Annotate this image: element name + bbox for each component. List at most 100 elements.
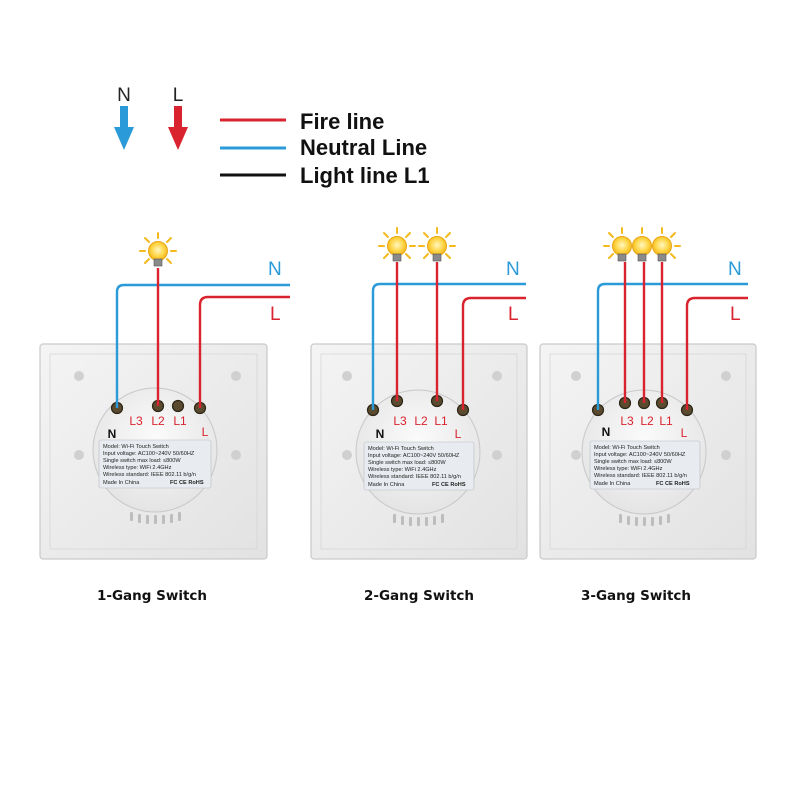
fire-arrow: L — [168, 85, 188, 150]
device-label-line: Model: Wi-Fi Touch Switch — [594, 445, 660, 451]
device-label-line: Single switch max load: ≤800W — [103, 458, 181, 464]
device-label: Model: Wi-Fi Touch Switch Input voltage:… — [98, 439, 212, 489]
vent-slot — [425, 517, 428, 526]
screw-hole — [571, 450, 581, 460]
device-label-line: Wireless type: WiFi 2.4GHz — [594, 466, 663, 472]
vent-slots — [130, 512, 181, 524]
bulb-icon — [139, 232, 177, 267]
vent-slot — [619, 514, 622, 523]
device-label-line: Model: Wi-Fi Touch Switch — [368, 446, 434, 452]
screw-hole — [492, 450, 502, 460]
terminal-label-l: L — [681, 426, 688, 440]
terminal-label-l3: L3 — [129, 414, 143, 428]
device-label-plate — [589, 440, 701, 490]
terminal-label-l2: L2 — [640, 414, 654, 428]
device-label-cert: FC CE RoHS — [170, 480, 204, 486]
terminal-label-l: L — [202, 425, 209, 439]
screw-hole — [721, 371, 731, 381]
screw-hole — [342, 450, 352, 460]
neutral-arrow: N — [114, 85, 134, 150]
vent-slot — [154, 515, 157, 524]
switch-caption: 2-Gang Switch — [364, 588, 474, 604]
terminal-label-n: N — [376, 427, 385, 441]
neutral-arrow-head — [114, 127, 134, 150]
vent-slot — [433, 516, 436, 525]
vent-slot — [643, 517, 646, 526]
device-label-line: Single switch max load: ≤800W — [594, 459, 672, 465]
plate-inner-rim — [549, 353, 747, 550]
screw-hole — [231, 450, 241, 460]
device-label-line: Wireless standard: IEEE 802.11 b/g/n — [103, 472, 196, 478]
vent-slot — [401, 516, 404, 525]
fire-wire — [198, 295, 290, 408]
terminal-label-n: N — [602, 425, 611, 439]
terminal-label-l: L — [455, 427, 462, 441]
screw-hole — [74, 450, 84, 460]
fire-arrow-head — [168, 127, 188, 150]
fire-wire — [685, 296, 748, 410]
terminal-screw-l1 — [171, 399, 185, 413]
screw-hole — [492, 371, 502, 381]
terminal-label-l2: L2 — [414, 414, 428, 428]
bulb-icon — [378, 227, 416, 262]
vent-slot — [178, 512, 181, 521]
device-label-line: Made In China — [103, 480, 140, 486]
terminal-label-l1: L1 — [659, 414, 673, 428]
line-label-l: L — [508, 304, 519, 325]
vent-slot — [651, 517, 654, 526]
neutral-wire — [115, 283, 290, 408]
device-label-line: Model: Wi-Fi Touch Switch — [103, 444, 169, 450]
device-label: Model: Wi-Fi Touch Switch Input voltage:… — [363, 441, 475, 491]
device-label-line: Input voltage: AC100~240V 50/60HZ — [594, 452, 686, 458]
device-label-line: Input voltage: AC100~240V 50/60HZ — [368, 453, 460, 459]
vent-slot — [441, 514, 444, 523]
terminal-label-l1: L1 — [173, 414, 187, 428]
switch-1: N L3 L2 L1 L Model: Wi-Fi Touch Switch I… — [39, 232, 290, 604]
device-label: Model: Wi-Fi Touch Switch Input voltage:… — [589, 440, 701, 490]
switch-3: N L3 L2 L1 L Model: Wi-Fi Touch Switch I… — [539, 227, 757, 604]
device-label-line: Made In China — [594, 481, 631, 487]
device-label-line: Wireless standard: IEEE 802.11 b/g/n — [594, 473, 687, 479]
vent-slot — [635, 517, 638, 526]
legend-light-label: Light line L1 — [300, 163, 430, 188]
terminal-label-l1: L1 — [434, 414, 448, 428]
neutral-arrow-letter: N — [117, 85, 131, 106]
vent-slot — [667, 514, 670, 523]
bulb-icon — [632, 227, 652, 262]
device-label-plate — [363, 441, 475, 491]
switch-2: N L3 L2 L1 L Model: Wi-Fi Touch Switch I… — [310, 227, 528, 604]
vent-slots — [619, 514, 670, 526]
vent-slot — [170, 514, 173, 523]
fire-wire — [461, 296, 526, 410]
neutral-wire — [596, 282, 748, 410]
device-label-line: Wireless type: WiFi 2.4GHz — [103, 465, 172, 471]
device-label-line: Wireless type: WiFi 2.4GHz — [368, 467, 437, 473]
legend-fire-label: Fire line — [300, 109, 384, 134]
plate-inner-rim — [49, 353, 258, 550]
vent-slot — [417, 517, 420, 526]
screw-hole — [74, 371, 84, 381]
vent-slot — [130, 512, 133, 521]
device-label-line: Wireless standard: IEEE 802.11 b/g/n — [368, 474, 461, 480]
vent-slot — [409, 517, 412, 526]
plate-inner-rim — [320, 353, 518, 550]
device-label-plate — [98, 439, 212, 489]
vent-slot — [659, 516, 662, 525]
switch-caption: 1-Gang Switch — [97, 588, 207, 604]
vent-slot — [138, 514, 141, 523]
vent-slot — [146, 515, 149, 524]
screw-hole — [571, 371, 581, 381]
device-label-line: Input voltage: AC100~240V 50/60HZ — [103, 451, 195, 457]
vent-slots — [393, 514, 444, 526]
vent-slot — [393, 514, 396, 523]
neutral-wire — [371, 282, 526, 410]
screw-hole — [231, 371, 241, 381]
terminal-label-l2: L2 — [151, 414, 165, 428]
device-label-line: Single switch max load: ≤800W — [368, 460, 446, 466]
terminal-label-l3: L3 — [393, 414, 407, 428]
device-label-cert: FC CE RoHS — [656, 481, 690, 487]
fire-arrow-letter: L — [173, 85, 184, 106]
bulb-icon — [652, 227, 681, 262]
legend-neutral-label: Neutral Line — [300, 135, 427, 160]
